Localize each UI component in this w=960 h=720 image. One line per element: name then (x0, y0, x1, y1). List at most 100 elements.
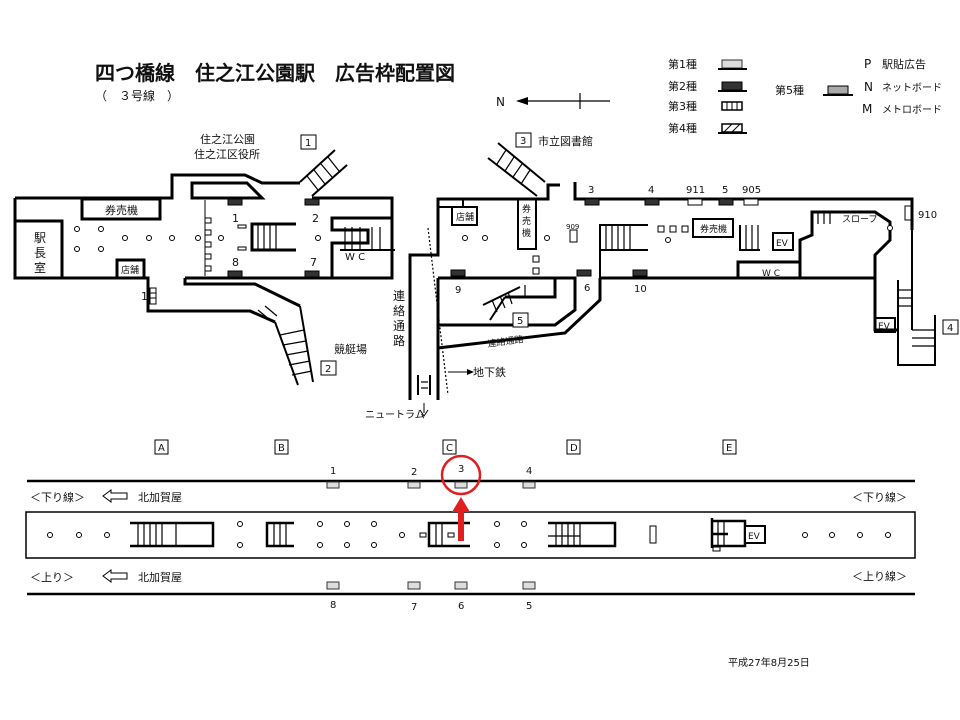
ticket-machine-area (80, 197, 162, 221)
platform-ad-label-3: 3 (458, 464, 464, 475)
subway-label: 地下鉄 (473, 365, 506, 379)
station-master-label-2: 長 (34, 246, 46, 260)
ad-label-1: 1 (232, 212, 239, 225)
passage-label: 連絡通路 (487, 333, 524, 350)
ad-frame-3 (584, 198, 600, 206)
type4-symbol-icon (718, 123, 747, 134)
legend-n-letter: N (864, 80, 873, 94)
exit-5-number: 5 (517, 316, 523, 327)
platform-ad-7 (407, 581, 421, 590)
platform-pillars (47, 521, 891, 548)
station-master-label-1: 駅 (34, 231, 46, 245)
platform-ad-label-6: 6 (458, 601, 464, 612)
passage-vertical-1: 連 (393, 289, 405, 303)
shop-left (115, 258, 146, 280)
exit-2-stairs (257, 305, 314, 386)
ticket-machine-right (692, 218, 734, 238)
ad-label-910: 910 (918, 210, 937, 221)
exit-2-badge (320, 360, 337, 376)
exit-2-destination: 競艇場 (334, 342, 367, 356)
ad-frame-5 (718, 198, 734, 206)
ev-label-exit4: EV (878, 322, 891, 332)
exit-5-badge (512, 312, 529, 328)
platform-ad-2 (407, 481, 421, 489)
ad-frame-905 (743, 198, 759, 206)
pillars (74, 226, 321, 252)
legend-type1: 第1種 (668, 57, 697, 71)
platform-elevator (744, 525, 766, 544)
exit-1-number: 1 (305, 138, 311, 149)
exit-3-stairs (487, 142, 546, 197)
exit-3-number: 3 (520, 136, 526, 147)
shop-label-right: 店舗 (456, 211, 474, 223)
slope-label: スロープ (842, 214, 877, 225)
passage-vertical-3: 通 (393, 319, 405, 333)
legend-type2: 第2種 (668, 79, 697, 93)
ad-label-3: 3 (588, 185, 594, 196)
ticket-machine-vertical (517, 198, 537, 250)
ev-label-upper: EV (776, 239, 789, 249)
island-platform (25, 511, 916, 559)
gates (204, 200, 247, 276)
ad-label-7: 7 (310, 256, 317, 269)
ad-label-4: 4 (648, 185, 654, 196)
left-arrow-icon (102, 569, 128, 583)
platform-ad-label-2: 2 (411, 467, 417, 478)
up-line-label-right: ＜上り線＞ (852, 569, 907, 583)
elevator-exit4 (874, 317, 896, 333)
legend-type4: 第4種 (668, 121, 697, 135)
platform-stairs-d (548, 521, 617, 548)
ticket-machine-v-2: 売 (522, 215, 531, 227)
ticket-machine-right-label: 券売機 (700, 223, 727, 235)
down-line-label-right: ＜下り線＞ (852, 490, 907, 504)
ad-frame-909 (569, 229, 578, 243)
stairs-to-platform-left (250, 222, 395, 252)
column-a: A (158, 443, 165, 454)
station-master-room (13, 219, 64, 280)
ad-frame-6 (576, 269, 592, 277)
up-destination: 北加賀屋 (138, 571, 182, 584)
legend-p-letter: P (864, 57, 871, 71)
left-arrow-icon (102, 489, 128, 503)
ad-frame-8 (227, 270, 243, 278)
exit-1-destination-1: 住之江公園 (200, 132, 255, 146)
ad-label-6: 6 (584, 283, 590, 294)
ticket-machine-v-3: 機 (522, 227, 531, 239)
up-line-label-left: ＜上り＞ (30, 571, 74, 584)
ad-frame-910 (904, 205, 912, 221)
platform-ev-label: EV (748, 532, 761, 542)
type2-symbol-icon (721, 81, 743, 91)
legend-n-label: ネットボード (882, 82, 942, 94)
ticket-machine-label: 券売機 (105, 203, 138, 217)
ad-label-10: 10 (634, 284, 647, 295)
platform-pillar-box (649, 525, 657, 544)
ad-frame-type3-left (149, 287, 157, 305)
column-c: C (446, 443, 453, 454)
ad-frame-911 (687, 198, 703, 206)
exit-1-badge (300, 134, 317, 150)
ad-frame-2 (304, 198, 320, 206)
exit-4-stairs (897, 230, 936, 366)
shop-label: 店舗 (121, 264, 139, 276)
platform-ad-6 (454, 581, 468, 590)
ad-frame-7 (304, 270, 320, 278)
north-label: N (496, 95, 505, 109)
platform-ad-label-1: 1 (330, 466, 336, 477)
ad-frame-9 (450, 269, 466, 277)
type1-symbol-icon (721, 59, 743, 69)
passage-vertical-4: 路 (393, 333, 405, 348)
legend-m-letter: M (862, 102, 872, 116)
station-master-label-3: 室 (34, 260, 46, 275)
platform-ad-4 (522, 481, 536, 489)
down-line-label-left: ＜下り線＞ (30, 490, 85, 504)
passage-vertical-2: 絡 (393, 303, 405, 318)
ad-label-9: 9 (455, 285, 461, 296)
platform-ad-label-8: 8 (330, 600, 336, 611)
platform-ad-3 (454, 481, 468, 489)
elevator-upper (772, 232, 794, 251)
wc-label-right: W C (762, 269, 780, 279)
exit-1-stairs (299, 149, 348, 197)
platform-ad-5 (522, 581, 536, 590)
right-concourse: W C 店舗 券 売 機 券売機 EV スロープ 3 4 911 5 (365, 132, 959, 421)
subtitle: （ ３号線 ） (95, 88, 179, 103)
